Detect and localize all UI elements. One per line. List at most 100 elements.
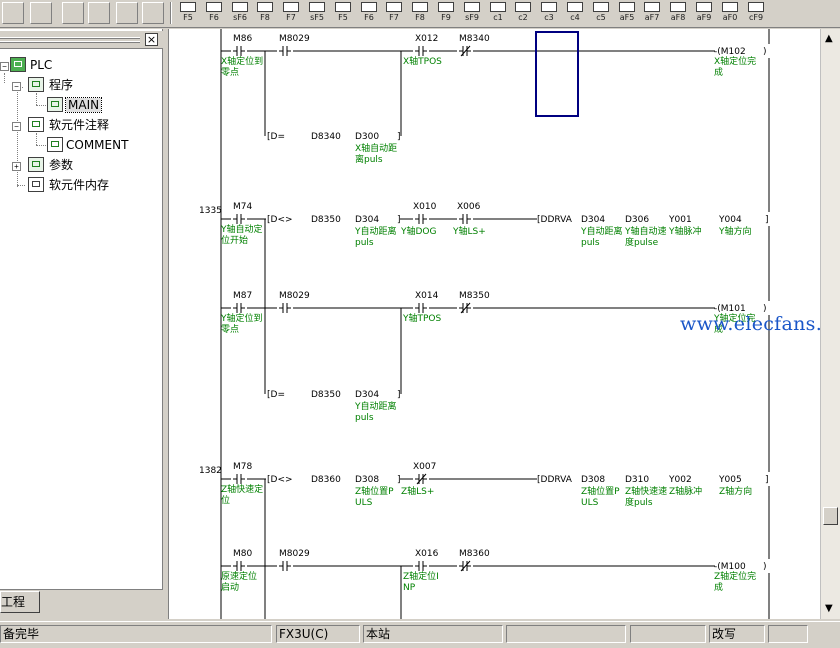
rung-3-compare-op: [D<> [267, 475, 293, 485]
tree-item-plc[interactable]: PLC [30, 58, 53, 72]
toolbar-button-f7[interactable]: F7 [382, 1, 406, 25]
toolbar-button-label: F8 [260, 13, 270, 22]
scroll-down-icon[interactable]: ▼ [825, 603, 833, 614]
rung-1-instr-cmt-0-line-1: puls [581, 238, 600, 248]
toolbar-button-af7[interactable]: aF7 [640, 1, 664, 25]
rung-3-contact-dev-0: M78 [233, 462, 252, 472]
rung-1-contact-cmt-0-line-0: Y轴自动定 [220, 223, 263, 235]
step-icon[interactable] [62, 2, 84, 24]
contact-nc-icon [206, 2, 222, 12]
rung-2-contact-3-slash [460, 302, 471, 314]
status-station: 本站 [363, 625, 503, 643]
toolbar-button-sf6[interactable]: sF6 [228, 1, 252, 25]
rung-3-instr-cmt-0-line-0: Z轴位置P [581, 485, 620, 497]
vertical-scrollbar[interactable]: ▲ ▼ [820, 29, 840, 619]
expand-plc-icon[interactable]: − [0, 62, 9, 71]
status-cell-a [506, 625, 626, 643]
toolbar-button-f9[interactable]: F9 [434, 1, 458, 25]
expand-comment-icon[interactable]: − [12, 122, 21, 131]
scroll-thumb[interactable] [823, 507, 838, 525]
rung-3-instr-cmt-3-line-0: Z轴方向 [719, 485, 752, 497]
toolbar-button-c1[interactable]: c1 [486, 1, 510, 25]
up-edge-icon [619, 2, 635, 12]
toolbar-button-sf9[interactable]: sF9 [460, 1, 484, 25]
tab-project[interactable]: 工程 [0, 591, 40, 613]
rung-0-coil-cmt-line-1: 成 [714, 66, 723, 78]
toolbar-button-f6[interactable]: F6 [357, 1, 381, 25]
rung-3-compare-bg [266, 472, 400, 486]
toolbar-button-f8[interactable]: F8 [408, 1, 432, 25]
rung-3-instr-arg-2: Y002 [668, 475, 692, 485]
close-icon[interactable]: × [145, 33, 158, 46]
status-cell-c [768, 625, 808, 643]
watermark: www.elecfans.com [680, 313, 840, 335]
comment-icon [47, 137, 63, 152]
toolbar-button-af9[interactable]: aF9 [692, 1, 716, 25]
tree-item-comment-group[interactable]: 软元件注释 [49, 118, 110, 132]
toolbar-button-f5[interactable]: F5 [176, 1, 200, 25]
toolbar-button-label: aF9 [696, 13, 712, 22]
ladder-icon[interactable] [142, 2, 164, 24]
rung-2-branch-a: D8350 [311, 390, 341, 400]
rung-3-instr-arg-1: D310 [625, 475, 649, 485]
rung-3-compare-bcmt-line-0: Z轴位置P [355, 485, 394, 497]
tree-item-memory[interactable]: 软元件内存 [49, 178, 110, 192]
program-icon [28, 77, 44, 92]
rung-3-contact-1-slash [416, 473, 427, 485]
rung-2-contact-dev-3: M8350 [459, 291, 490, 301]
main-program-icon [47, 97, 63, 112]
rung-3-instr-close: ] [765, 475, 769, 485]
rung-4-coil-cmt-line-0: Z轴定位完 [714, 570, 756, 582]
toolbar-button-c5[interactable]: c5 [589, 1, 613, 25]
rung-2-contact-bg-0 [231, 302, 247, 314]
toolbar-button-cf9[interactable]: cF9 [744, 1, 768, 25]
toolbar-button-label: F5 [338, 13, 348, 22]
expand-params-icon[interactable]: + [12, 162, 21, 171]
rung-3-instr-op: [DDRVA [537, 475, 573, 485]
tree-item-comment[interactable]: COMMENT [66, 138, 129, 152]
toolbar-button-label: aF7 [644, 13, 660, 22]
contact-no-icon [180, 2, 196, 12]
rung-0-branch-bcmt-line-1: 离puls [355, 153, 383, 165]
toolbar-button-f6[interactable]: F6 [202, 1, 226, 25]
toolbar-button-label: aF0 [722, 13, 738, 22]
expand-program-icon[interactable]: − [12, 82, 21, 91]
tree-item-main[interactable]: MAIN [64, 97, 103, 113]
device-icon[interactable] [88, 2, 110, 24]
toolbar-button-f8[interactable]: F8 [253, 1, 277, 25]
toolbar-button-f5[interactable]: F5 [331, 1, 355, 25]
toolbar-button-c3[interactable]: c3 [537, 1, 561, 25]
rung-3-instr-cmt-2-line-0: Z轴脉冲 [669, 485, 702, 497]
rung-4-contact-bg-1 [277, 560, 293, 572]
rung-0-branch-close: ] [397, 132, 401, 142]
coil-out-icon [257, 2, 273, 12]
parallel-no-icon [232, 2, 248, 12]
toolbar-button-sf5[interactable]: sF5 [305, 1, 329, 25]
toolbar-button-c4[interactable]: c4 [563, 1, 587, 25]
paste-icon[interactable] [2, 2, 24, 24]
rung-3-instr-cmt-1-line-1: 度puls [625, 496, 653, 508]
toolbar-button-c2[interactable]: c2 [511, 1, 535, 25]
tree-item-params[interactable]: 参数 [49, 158, 74, 172]
scroll-up-icon[interactable]: ▲ [825, 33, 833, 44]
rung-3-contact-cmt-1-line-0: Z轴LS+ [401, 485, 434, 497]
toolbar-button-label: F6 [364, 13, 374, 22]
rung-4-contact-bg-2 [413, 560, 429, 572]
tree-item-program[interactable]: 程序 [49, 78, 74, 92]
toolbar-button-af0[interactable]: aF0 [718, 1, 742, 25]
grid-icon[interactable] [116, 2, 138, 24]
toolbar-button-af5[interactable]: aF5 [615, 1, 639, 25]
rung-0-contact-dev-3: M8340 [459, 34, 490, 44]
rung-1-compare-close: ] [397, 215, 401, 225]
rung-4-contact-dev-3: M8360 [459, 549, 490, 559]
toolbar-button-af8[interactable]: aF8 [666, 1, 690, 25]
toolbar-button-label: sF5 [310, 13, 324, 22]
tree-tab-area: 工程 [0, 589, 163, 620]
rung-0-contact-bg-2 [413, 45, 429, 57]
error-check-icon[interactable] [30, 2, 52, 24]
rising-pulse-icon [490, 2, 506, 12]
rung-3-contact-bg-0 [231, 473, 247, 485]
toolbar-button-f7[interactable]: F7 [279, 1, 303, 25]
